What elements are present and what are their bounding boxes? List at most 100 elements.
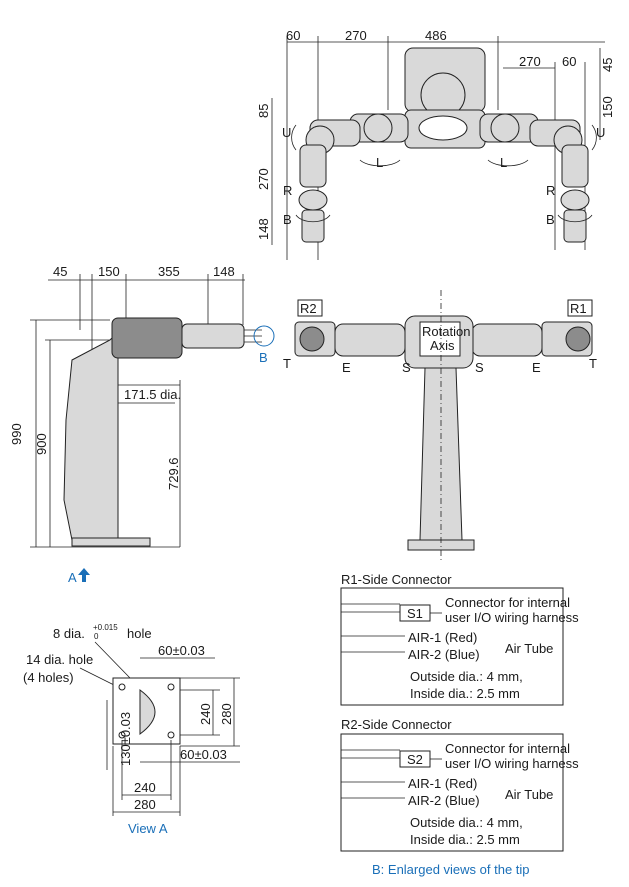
dim-729-6: 729.6 xyxy=(166,457,181,490)
joint-b-left: B xyxy=(283,212,292,227)
r1-outside: Outside dia.: 4 mm, xyxy=(410,669,523,684)
view-a-caption: View A xyxy=(128,821,168,836)
tag-r1-label: R1 xyxy=(570,301,587,316)
tag-r1 xyxy=(567,299,593,317)
hole-label: 8 dia. xyxy=(53,626,85,641)
r2-air1: AIR-1 (Red) xyxy=(408,776,477,791)
joint-l-left: L xyxy=(376,155,383,170)
joint-l-right: L xyxy=(500,155,507,170)
dim-900: 900 xyxy=(34,433,49,455)
dim-355: 355 xyxy=(158,264,180,279)
dim-45-side: 45 xyxy=(53,264,67,279)
r1-air1: AIR-1 (Red) xyxy=(408,630,477,645)
dim-240-v: 240 xyxy=(198,703,213,725)
top-view: 60 270 486 270 60 45 150 85 270 148 xyxy=(256,28,615,260)
joint-u-left: U xyxy=(282,125,291,140)
hole-suffix: hole xyxy=(127,626,152,641)
hole-bl xyxy=(118,731,126,739)
torso-window xyxy=(418,115,468,141)
r2-air2: AIR-2 (Blue) xyxy=(408,793,480,808)
r2-title: R2-Side Connector xyxy=(341,717,452,732)
front-right-forearm xyxy=(471,323,543,357)
dim-85: 85 xyxy=(256,104,271,118)
left-hand xyxy=(301,209,325,243)
dim-270-vert: 270 xyxy=(256,168,271,190)
r1-air2: AIR-2 (Blue) xyxy=(408,647,480,662)
right-lower-arm xyxy=(561,144,589,188)
r1-title: R1-Side Connector xyxy=(341,572,452,587)
joint-s-right: S xyxy=(475,360,484,375)
tip-circle xyxy=(253,325,275,347)
dim-60-bottom: 60±0.03 xyxy=(180,747,227,762)
joint-e-left: E xyxy=(342,360,351,375)
dim-280-h: 280 xyxy=(134,797,156,812)
r2-box xyxy=(340,733,564,852)
tag-r2 xyxy=(297,299,323,317)
right-shoulder xyxy=(490,113,520,143)
dim-240-h: 240 xyxy=(134,780,156,795)
front-right-flange xyxy=(565,326,591,352)
view-a-arrow-label: A xyxy=(68,570,77,585)
view-a-arrow-icon xyxy=(78,568,90,582)
joint-e-right: E xyxy=(532,360,541,375)
dim-990: 990 xyxy=(9,423,24,445)
connector-r1: R1-Side Connector S1 Connector for inter… xyxy=(340,572,579,706)
front-left-forearm xyxy=(334,323,406,357)
r2-plug-label: S2 xyxy=(407,752,423,767)
dim-130: 130±0.03 xyxy=(118,712,133,766)
holes-label-2: (4 holes) xyxy=(23,670,74,685)
dim-280-v: 280 xyxy=(219,703,234,725)
left-wrist xyxy=(298,189,328,211)
dim-171-5: 171.5 dia. xyxy=(124,387,181,402)
left-lower-arm xyxy=(299,144,327,188)
dim-148-side: 148 xyxy=(213,264,235,279)
dim-270-right: 270 xyxy=(519,54,541,69)
dim-45: 45 xyxy=(600,58,615,72)
hole-tr xyxy=(167,683,175,691)
r1-plug-label: S1 xyxy=(407,606,423,621)
side-shoulder xyxy=(111,317,183,359)
dim-150: 150 xyxy=(600,96,615,118)
joint-t-left: T xyxy=(283,356,291,371)
hole-br xyxy=(167,731,175,739)
r2-harness-1: Connector for internal xyxy=(445,741,570,756)
dim-270-left: 270 xyxy=(345,28,367,43)
dim-60-right: 60 xyxy=(562,54,576,69)
dim-150-side: 150 xyxy=(98,264,120,279)
joint-t-right: T xyxy=(589,356,597,371)
connector-r2: R2-Side Connector S2 Connector for inter… xyxy=(340,717,579,852)
left-shoulder xyxy=(363,113,393,143)
r2-harness-2: user I/O wiring harness xyxy=(445,756,579,771)
dim-486: 486 xyxy=(425,28,447,43)
hole-tolerance-upper: +0.015 xyxy=(93,623,118,632)
base-plate-cutout xyxy=(139,689,156,735)
right-hand xyxy=(563,209,587,243)
tag-r2-label: R2 xyxy=(300,301,317,316)
connectors-caption: B: Enlarged views of the tip xyxy=(372,862,530,877)
hole-tolerance-lower: 0 xyxy=(94,632,99,641)
r1-harness-2: user I/O wiring harness xyxy=(445,610,579,625)
rotation-axis-box xyxy=(419,321,461,357)
view-a: 8 dia. +0.015 0 hole 14 dia. hole (4 hol… xyxy=(23,623,240,836)
r2-air-tube: Air Tube xyxy=(505,787,553,802)
r2-outside: Outside dia.: 4 mm, xyxy=(410,815,523,830)
front-left-flange xyxy=(299,326,325,352)
joint-r-left: R xyxy=(283,183,292,198)
r1-harness-1: Connector for internal xyxy=(445,595,570,610)
front-view: Rotation Axis R2 R1 T E S S E T xyxy=(283,290,597,560)
rotation-label-1: Rotation xyxy=(422,324,470,339)
right-wrist xyxy=(560,189,590,211)
joint-b-right: B xyxy=(546,212,555,227)
dim-60-top: 60±0.03 xyxy=(158,643,205,658)
r1-air-tube: Air Tube xyxy=(505,641,553,656)
dim-60-left: 60 xyxy=(286,28,300,43)
r2-inside: Inside dia.: 2.5 mm xyxy=(410,832,520,847)
rotation-label-2: Axis xyxy=(430,338,455,353)
joint-u-right: U xyxy=(596,125,605,140)
r1-inside: Inside dia.: 2.5 mm xyxy=(410,686,520,701)
side-arm xyxy=(181,323,245,349)
hole-tl xyxy=(118,683,126,691)
dim-148: 148 xyxy=(256,218,271,240)
side-base xyxy=(71,537,151,547)
